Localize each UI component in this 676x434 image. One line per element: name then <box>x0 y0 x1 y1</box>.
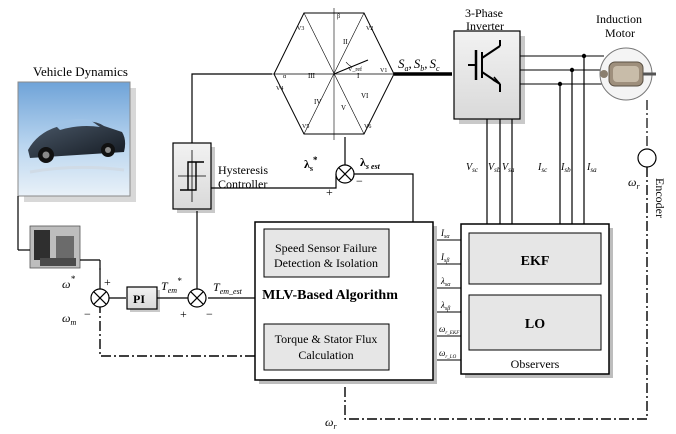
hysteresis-block <box>172 142 215 213</box>
ekf-label: EKF <box>521 254 550 269</box>
torque-minus-sign: − <box>206 307 213 321</box>
motor-title-1: Induction <box>596 12 642 26</box>
fdi-label-1: Speed Sensor Failure <box>275 241 377 255</box>
measurement-labels: Vsc Vsb Vsa Isc Isb Isa <box>466 162 597 174</box>
sector-label-3: III <box>308 72 316 80</box>
encoder-speed-label: ωr <box>628 175 640 191</box>
pi-controller <box>126 286 160 312</box>
signal-omega-ekf: ωr_EKF <box>439 324 460 336</box>
observer-to-algorithm-lines <box>437 239 461 361</box>
meas-v-sa: Vsa <box>502 162 515 174</box>
mlv-algorithm-block <box>254 221 437 384</box>
speed-minus-sign: − <box>84 307 91 321</box>
observers-block <box>460 223 613 378</box>
encoder-label: Encoder <box>653 178 667 218</box>
vector-label-2: V2 <box>366 26 373 32</box>
flux-est-line <box>354 173 414 222</box>
hysteresis-to-hexagon <box>191 73 272 143</box>
inverter-title-2: Inverter <box>466 19 504 33</box>
vector-label-5: V5 <box>302 124 309 130</box>
speed-meas-label: ωm <box>62 311 76 327</box>
calc-label-2: Calculation <box>298 348 353 362</box>
vehicle-image <box>17 81 136 202</box>
sector-label-5: V <box>341 104 346 112</box>
vector-label-3: V3 <box>297 26 304 32</box>
signal-lambda-alpha: λsα <box>440 276 451 288</box>
torque-plus-sign: + <box>180 307 187 321</box>
motor-title-2: Motor <box>605 26 635 40</box>
omega-r-bottom-label: ωr <box>325 415 337 431</box>
speed-ref-label: ω* <box>62 274 75 291</box>
hysteresis-label-2: Controller <box>218 177 267 191</box>
sector-label-1: I <box>357 72 360 80</box>
measurement-arrows <box>486 56 585 224</box>
signal-i-beta: Isβ <box>440 252 449 264</box>
meas-i-sc: Isc <box>537 162 548 174</box>
flux-ref-label: λs* <box>304 155 318 173</box>
torque-ref-label: Tem* <box>161 276 182 295</box>
speed-feedback-line <box>99 307 255 357</box>
inverter-block <box>453 30 525 124</box>
meas-v-sb: Vsb <box>488 162 501 174</box>
meas-i-sa: Isa <box>586 162 597 174</box>
vector-label-4: V4 <box>276 86 283 92</box>
pedal-image <box>29 225 81 269</box>
lo-label: LO <box>525 317 545 332</box>
speed-summing-junction <box>90 288 110 308</box>
torque-summing-junction <box>187 288 207 308</box>
signal-i-alpha: Isα <box>440 228 450 240</box>
hexagon-sector-labels: I II III IV V VI <box>308 38 369 112</box>
vref-label: V_ref <box>348 66 362 73</box>
speed-plus-sign: + <box>104 275 111 289</box>
meas-i-sb: Isb <box>560 162 571 174</box>
pi-label: PI <box>133 292 145 306</box>
vector-label-6: V6 <box>364 124 371 130</box>
svm-hexagon <box>266 8 395 140</box>
meas-v-sc: Vsc <box>466 162 479 174</box>
beta-axis-label: β <box>337 14 340 20</box>
flux-minus-sign: − <box>356 174 363 188</box>
mlv-title: MLV-Based Algorithm <box>262 288 398 303</box>
observer-signal-labels: Isα Isβ λsα λsβ ωr_EKF ωr_LO <box>439 228 460 360</box>
hexagon-vector-labels: V1 V2 V3 V4 V5 V6 α β V_ref <box>276 14 387 130</box>
omega-r-feedback-line <box>344 167 648 420</box>
signal-omega-lo: ωr_LO <box>439 348 457 360</box>
induction-motor <box>599 47 656 101</box>
encoder-symbol <box>637 148 657 168</box>
hysteresis-label-1: Hysteresis <box>218 163 268 177</box>
signal-lambda-beta: λsβ <box>440 300 450 312</box>
phase-lines <box>520 55 606 85</box>
alpha-axis-label: α <box>283 74 287 80</box>
vehicle-dynamics-title: Vehicle Dynamics <box>33 64 128 79</box>
observers-title: Observers <box>511 357 560 371</box>
flux-est-label: λs est <box>360 155 381 171</box>
torque-est-label: Tem_est <box>213 280 243 296</box>
fdi-label-2: Detection & Isolation <box>274 256 378 270</box>
inverter-title-1: 3-Phase <box>465 6 503 20</box>
sector-label-2: II <box>343 38 348 46</box>
flux-plus-sign: + <box>326 185 333 199</box>
sector-label-6: VI <box>361 92 369 100</box>
calc-label-1: Torque & Stator Flux <box>275 332 378 346</box>
flux-error-line <box>211 174 337 189</box>
vector-label-1: V1 <box>380 68 387 74</box>
sector-label-4: IV <box>314 98 321 106</box>
flux-summing-junction <box>335 164 355 184</box>
switching-signals-label: Sa,Sb,Sc <box>398 56 440 73</box>
